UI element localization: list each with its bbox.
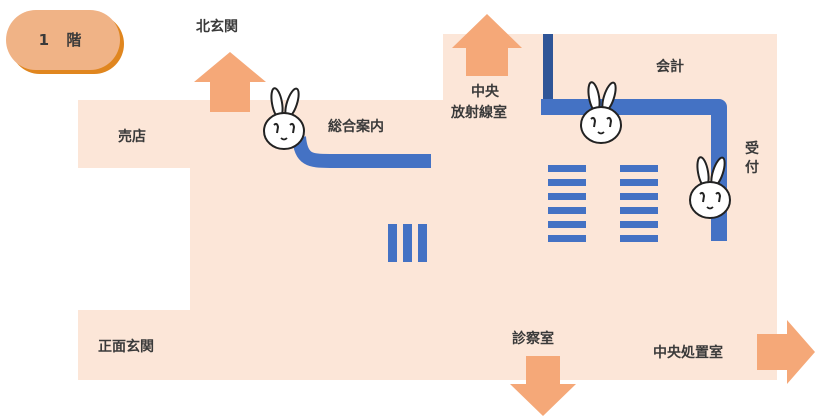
shop-label: 売店 <box>118 129 146 145</box>
radiology-label-line2: 放射線室 <box>451 105 507 121</box>
north-entrance-label: 北玄関 <box>196 19 238 35</box>
exam-rooms-label: 診察室 <box>512 331 554 347</box>
floor-label: 1 階 <box>38 31 88 49</box>
lobby-area <box>190 100 444 380</box>
central-treatment-label: 中央処置室 <box>653 345 723 361</box>
treatment-arrow-icon <box>757 320 815 384</box>
info-rabbit-mascot-icon <box>263 86 305 150</box>
floor-badge: 1 階 <box>6 10 120 70</box>
floor-area <box>78 34 777 380</box>
radiology-arrow-icon <box>452 14 522 76</box>
north-entrance-arrow-icon <box>194 52 266 112</box>
waiting-bench-icon <box>388 165 658 262</box>
main-entrance-label: 正面玄関 <box>98 339 154 355</box>
exam-room-arrow-icon <box>510 356 576 416</box>
main-entrance-area <box>78 310 198 380</box>
shop-area <box>78 100 198 168</box>
radiology-label-line1: 中央 <box>471 84 499 100</box>
reception-label-line1: 受 <box>745 141 759 157</box>
general-info-label: 総合案内 <box>328 119 384 135</box>
cashier-label: 会計 <box>656 59 684 75</box>
reception-label-line2: 付 <box>745 160 759 176</box>
